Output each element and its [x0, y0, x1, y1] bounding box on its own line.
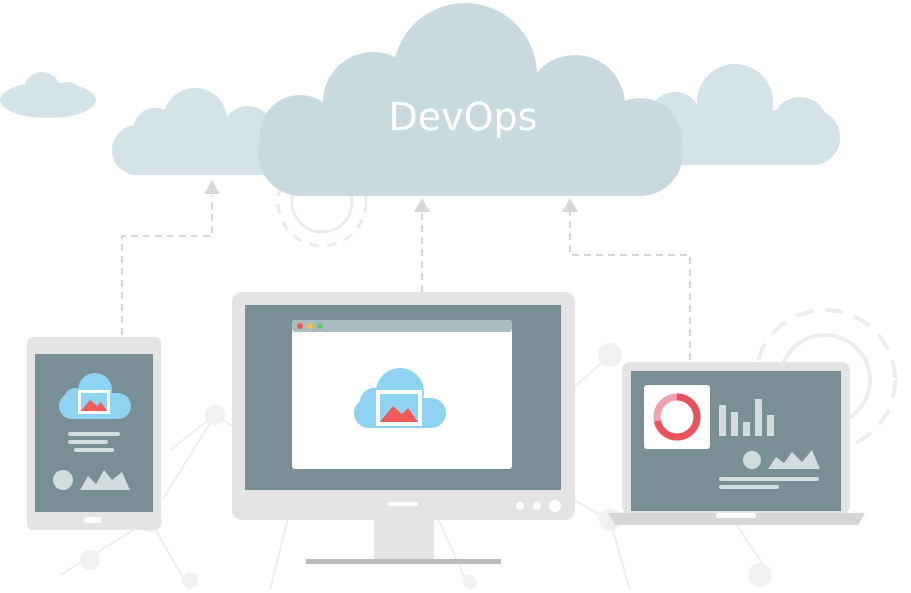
arrow-up-icon	[414, 198, 430, 212]
small-cloud-left	[0, 72, 96, 118]
tablet-device	[27, 337, 161, 530]
close-dot-icon	[297, 323, 303, 329]
area-chart-icon	[80, 470, 130, 490]
maximize-dot-icon	[317, 323, 323, 329]
minimize-dot-icon	[307, 323, 313, 329]
browser-window	[292, 320, 512, 469]
laptop-device	[608, 362, 865, 525]
donut-chart-icon	[644, 385, 710, 449]
connector-lines	[121, 196, 691, 360]
bar-chart-icon	[719, 399, 774, 436]
cloud-image-icon	[59, 373, 131, 419]
arrow-up-icon	[562, 198, 578, 212]
cloud-image-icon	[354, 368, 446, 428]
arrow-up-icon	[204, 180, 220, 194]
arrow-heads	[204, 180, 578, 212]
area-chart-icon	[768, 450, 820, 469]
desktop-monitor	[232, 292, 575, 564]
cloud-main	[258, 3, 683, 196]
cloud-label: DevOps	[389, 95, 538, 139]
